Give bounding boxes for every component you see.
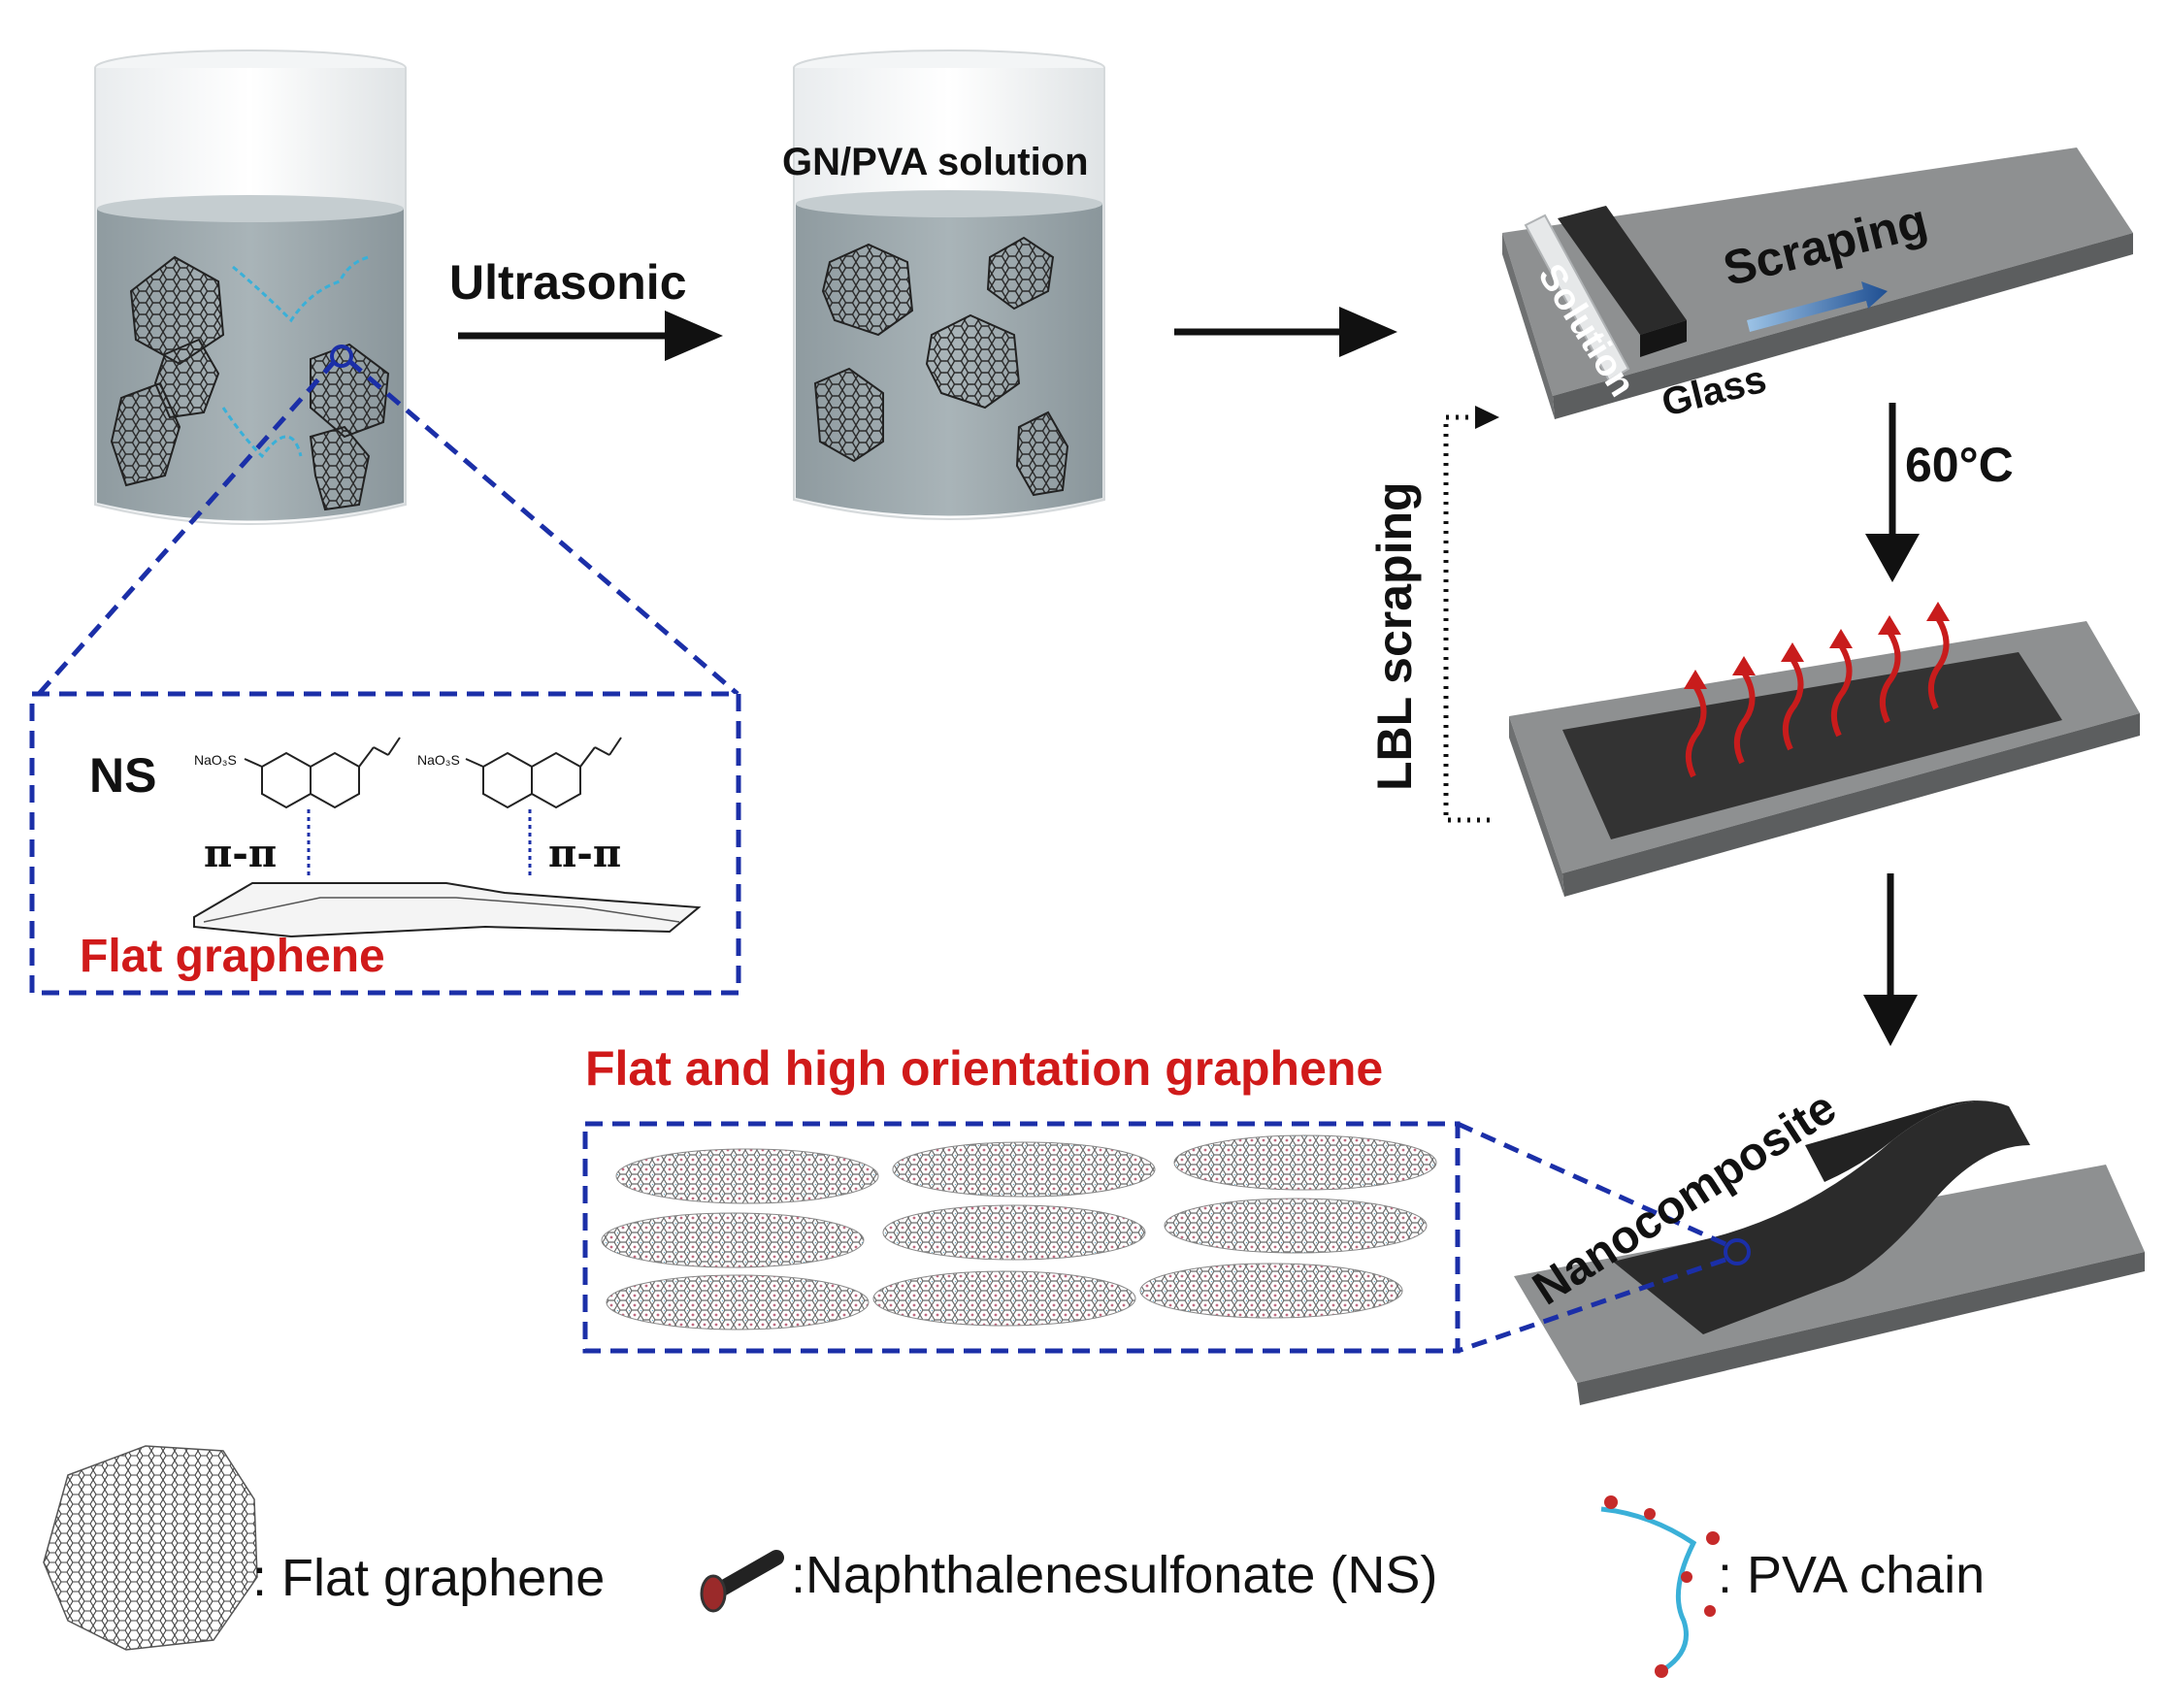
- nao3s-left-label: NaO₃S: [194, 752, 237, 768]
- pi-pi-left-label: π-π: [204, 831, 278, 876]
- lbl-scraping-label: LBL scraping: [1367, 481, 1422, 791]
- zoom-lines-orientation: [1456, 1121, 1727, 1354]
- ultrasonic-label: Ultrasonic: [449, 255, 687, 310]
- legend-flat-graphene-label: : Flat graphene: [252, 1549, 606, 1607]
- zoom-lines-ns: [37, 359, 739, 696]
- flat-high-orientation-label: Flat and high orientation graphene: [585, 1041, 1384, 1096]
- ns-label: NS: [89, 748, 157, 803]
- temperature-label: 60°C: [1905, 438, 2014, 492]
- pi-pi-right-label: π-π: [548, 831, 622, 876]
- legend-pva-icon: [1600, 1495, 1720, 1678]
- legend-ns-label: :Naphthalenesulfonate (NS): [791, 1546, 1438, 1604]
- orientation-inset-box: [582, 1121, 1461, 1354]
- flat-graphene-inset-label: Flat graphene: [80, 931, 385, 982]
- beaker-graphene-ns-pva: [94, 49, 407, 525]
- gn-pva-solution-label: GN/PVA solution: [782, 141, 1089, 183]
- legend-graphene-icon: [43, 1445, 258, 1651]
- beaker-gn-pva: [793, 49, 1105, 520]
- lbl-loop: [1443, 406, 1499, 823]
- nao3s-right-label: NaO₃S: [417, 752, 460, 768]
- legend-pva-chain-label: : PVA chain: [1718, 1546, 1986, 1604]
- glass-plate-scraping: [1502, 148, 2133, 419]
- legend-ns-icon: [700, 1550, 784, 1613]
- heated-film-plate: [1509, 602, 2140, 897]
- nanocomposite-film: [1514, 1100, 2145, 1405]
- ns-inset-box: [29, 691, 741, 996]
